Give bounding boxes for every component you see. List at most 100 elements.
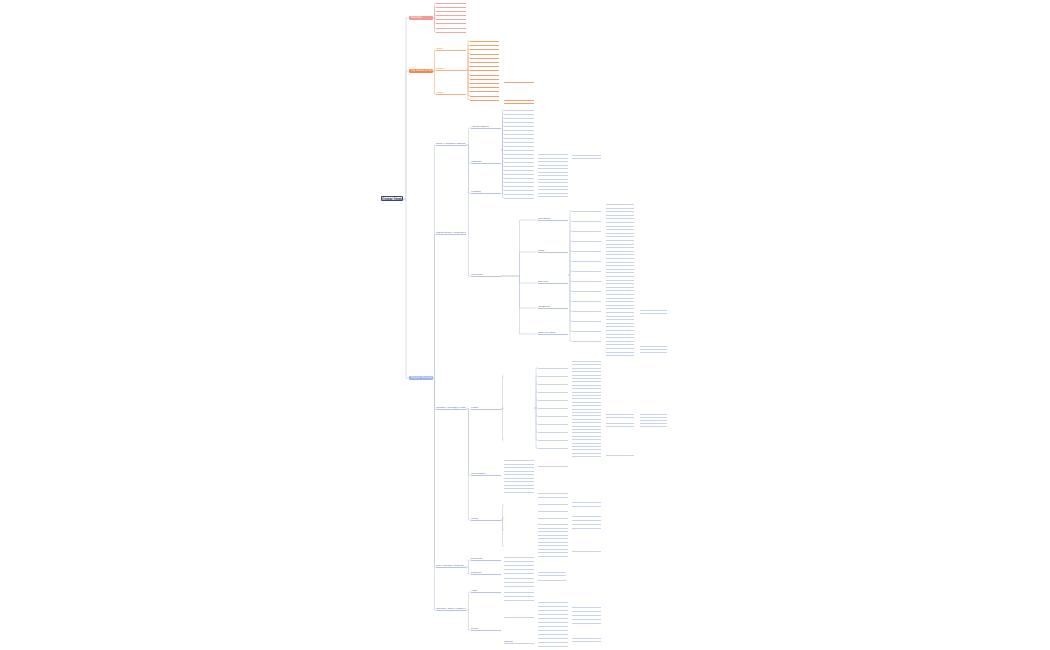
subnode-platform[interactable]: Platform xyxy=(471,407,501,410)
ops-security-detail xyxy=(572,524,601,525)
gov-detail xyxy=(538,626,568,627)
ops-data-detail xyxy=(538,518,568,519)
ops-data-detail xyxy=(538,497,568,498)
gov-detail xyxy=(538,606,568,607)
topic-key-drivers[interactable]: Key Drivers & Trends xyxy=(409,69,433,73)
risks-leaf xyxy=(504,561,534,562)
subnode-customer-segments[interactable]: Customer segments xyxy=(471,126,501,129)
ops-platform-detail xyxy=(572,452,601,454)
market-leaf-connector xyxy=(501,149,504,199)
ops-security-leaf xyxy=(538,541,568,543)
branch-operations-roadmap[interactable]: Operations, Technology & Platform Develo… xyxy=(436,407,466,410)
subnode-data-analytics[interactable]: Data & Analytics xyxy=(471,473,501,476)
regional-detail xyxy=(606,319,634,320)
subnode-people[interactable]: People xyxy=(471,590,501,593)
ops-platform-detail-3 xyxy=(640,423,667,424)
market-detail xyxy=(538,161,568,162)
ops-platform-detail-3 xyxy=(640,414,667,415)
root-node[interactable]: Global Strategy 2 xyxy=(381,196,403,201)
ops-data-leaf xyxy=(504,474,534,475)
market-detail xyxy=(538,154,568,155)
market-connector xyxy=(466,144,471,277)
gov-detail-2 xyxy=(572,607,601,608)
regional-leaf xyxy=(572,281,601,282)
subnode-go-to-market[interactable]: Go-to-market xyxy=(471,274,501,277)
ops-data-leaf xyxy=(504,481,534,482)
ops-platform-detail xyxy=(572,401,601,403)
subnode-efficiency[interactable]: Efficiency xyxy=(436,68,466,71)
gov-connector xyxy=(466,609,471,631)
ops-platform-detail xyxy=(572,391,601,393)
subnode-context[interactable]: Context xyxy=(436,92,466,95)
regional-detail xyxy=(606,351,634,353)
overview-leaf xyxy=(436,15,466,16)
overview-leaf xyxy=(436,7,466,8)
ops-platform-detail xyxy=(572,371,601,372)
ops-platform-detail xyxy=(572,422,601,423)
regional-detail xyxy=(606,355,634,356)
subnode-europe[interactable]: Europe xyxy=(538,250,568,253)
risks-connector xyxy=(466,566,471,575)
gov-detail-2 xyxy=(572,615,601,616)
topic-overview[interactable]: Overview xyxy=(409,16,433,20)
drivers-leaf xyxy=(470,87,499,88)
gov-detail xyxy=(538,610,568,611)
ops-platform-detail xyxy=(572,412,601,413)
market-leaf xyxy=(504,138,534,139)
regional-leaf xyxy=(572,321,601,322)
branch-risks[interactable]: Risks, Constraints & Mitigations xyxy=(436,565,466,568)
subnode-asia-pacific[interactable]: Asia Pacific xyxy=(538,281,568,284)
subnode-security[interactable]: Security xyxy=(471,518,501,521)
branch-regional-markets[interactable]: Regional Markets, Partnerships and Chann… xyxy=(436,232,466,235)
regional-leaf-connector xyxy=(568,270,572,276)
market-detail xyxy=(538,168,568,169)
program-connector xyxy=(433,233,436,379)
ops-platform-leaf xyxy=(538,424,568,425)
subnode-infrastructure[interactable]: Infrastructure xyxy=(471,558,501,561)
market-leaf xyxy=(504,118,534,119)
market-leaf xyxy=(504,166,534,167)
market-connector xyxy=(466,127,471,146)
ops-platform-detail xyxy=(572,425,601,427)
subnode-growth[interactable]: Growth xyxy=(436,48,466,51)
program-connector xyxy=(433,377,436,611)
ops-platform-detail xyxy=(572,388,601,389)
regional-detail xyxy=(606,286,634,288)
subnode-finance[interactable]: Finance xyxy=(471,628,501,631)
subnode-mea[interactable]: Middle East & Africa xyxy=(538,332,568,335)
drivers-leaf xyxy=(470,62,499,63)
market-detail xyxy=(538,157,568,159)
subnode-positioning[interactable]: Positioning xyxy=(471,191,501,194)
regional-detail xyxy=(606,243,634,245)
topic-program-structure[interactable]: Program Structure xyxy=(409,376,433,380)
subnode-competitors[interactable]: Competitors xyxy=(471,161,501,164)
gov-detail xyxy=(538,602,568,603)
ops-platform-leaf xyxy=(538,400,568,401)
branch-market-landscape[interactable]: Market & Competitive Landscape xyxy=(436,143,466,146)
overview-leaf xyxy=(436,23,466,24)
subnode-latin-america[interactable]: Latin America xyxy=(538,306,568,309)
regional-detail xyxy=(606,240,634,241)
regional-leaf xyxy=(572,261,601,262)
ops-security-connector xyxy=(501,517,504,521)
regional-detail xyxy=(606,272,634,273)
regional-detail xyxy=(606,236,634,237)
regional-detail xyxy=(606,229,634,230)
regional-leaf xyxy=(572,211,601,212)
ops-security-detail xyxy=(572,528,601,529)
regional-detail-2 xyxy=(640,349,667,350)
drivers-leaf xyxy=(470,49,499,50)
regional-leaf xyxy=(572,311,601,312)
subnode-north-america[interactable]: North America xyxy=(538,218,568,221)
branch-governance[interactable]: Governance, Metrics, Funding & Review Ca… xyxy=(436,608,466,611)
gov-leaf xyxy=(504,596,534,597)
regional-detail xyxy=(606,265,634,266)
gov-leaf xyxy=(504,600,534,601)
subnode-integrations[interactable]: Integrations xyxy=(471,572,501,575)
gov-connector xyxy=(466,591,471,611)
drivers-leaf-connector xyxy=(466,69,470,101)
regional-detail xyxy=(606,276,634,277)
gov-detail-2 xyxy=(572,611,601,612)
regional-connector xyxy=(501,251,538,277)
